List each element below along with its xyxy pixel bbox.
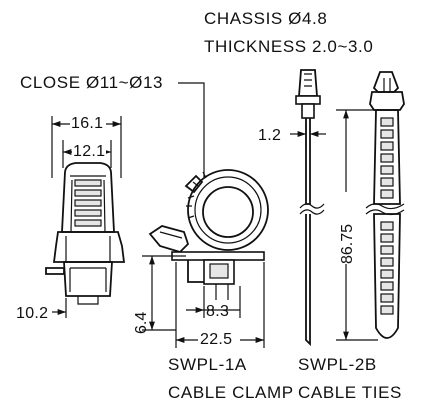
dim-6-4: 6.4 bbox=[133, 312, 150, 334]
close-leader-line bbox=[178, 82, 205, 178]
product-2-name: CABLE TIES bbox=[298, 383, 402, 402]
dim-10-2: 10.2 bbox=[16, 305, 48, 322]
close-label: CLOSE Ø11~Ø13 bbox=[20, 73, 163, 92]
product-1-name: CABLE CLAMP bbox=[168, 383, 294, 402]
product-1-model: SWPL-1A bbox=[168, 355, 247, 374]
dim-8-3: 8.3 bbox=[206, 303, 229, 320]
product-2-model: SWPL-2B bbox=[298, 355, 377, 374]
dim-1-2: 1.2 bbox=[258, 127, 281, 144]
dim-22-5: 22.5 bbox=[200, 331, 232, 348]
dim-86-75: 86.75 bbox=[339, 224, 356, 264]
cable-tie-front-view bbox=[365, 71, 405, 339]
dim-12-1: 12.1 bbox=[73, 143, 105, 160]
thickness-label: THICKNESS 2.0~3.0 bbox=[204, 37, 373, 56]
clamp-front-view bbox=[45, 116, 126, 305]
chassis-label: CHASSIS Ø4.8 bbox=[204, 9, 327, 28]
cable-tie-side-view bbox=[295, 69, 325, 347]
clamp-side-view bbox=[148, 169, 269, 300]
dim-16-1: 16.1 bbox=[71, 115, 103, 132]
